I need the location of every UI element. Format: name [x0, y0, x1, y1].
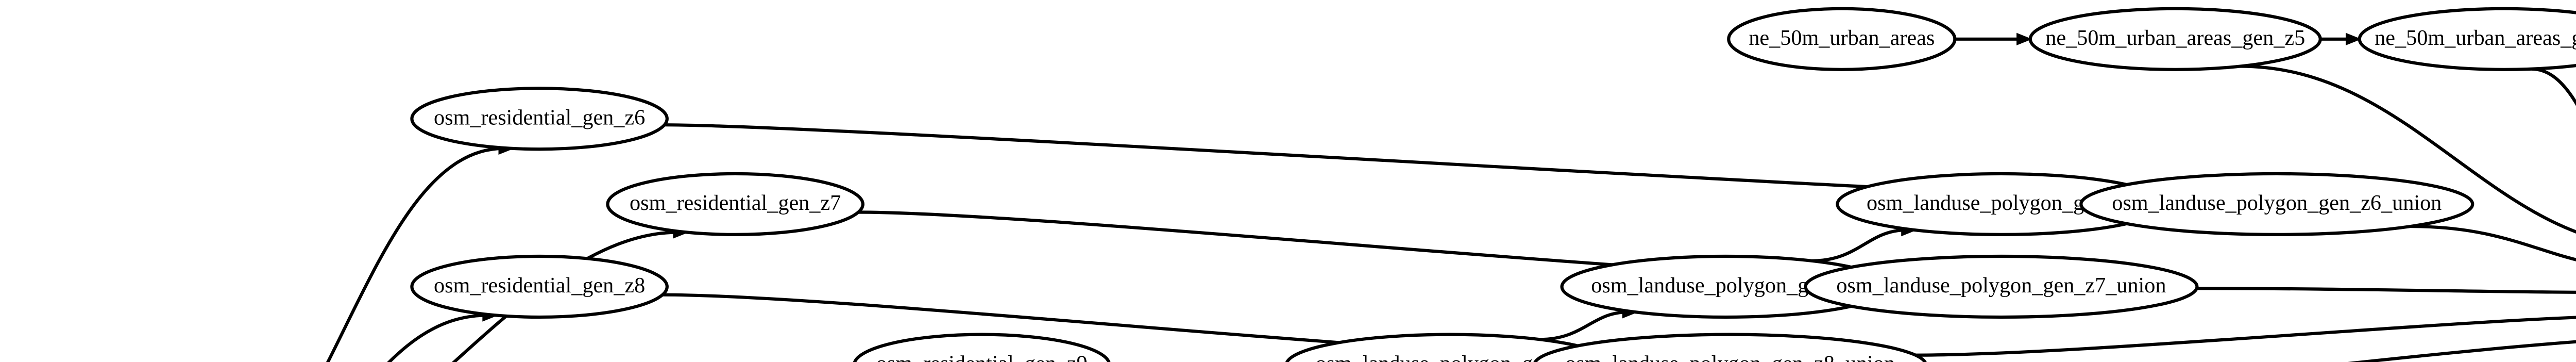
- node-shape[interactable]: [1533, 333, 1927, 362]
- node-shape[interactable]: [1727, 7, 1957, 71]
- node-shape[interactable]: [1804, 254, 2199, 319]
- node-label: osm_residential_gen_z9: [876, 352, 1088, 362]
- node-osm_residential_gen_z7[interactable]: osm_residential_gen_z7: [606, 172, 865, 236]
- node-osm_residential_gen_z6[interactable]: osm_residential_gen_z6: [410, 87, 669, 151]
- edge-osm_landuse_polygon_gen_z9_union-to-layer_landuse-z9: [2347, 340, 2576, 362]
- node-ne_50m_urban_areas_gen_z4[interactable]: ne_50m_urban_areas_gen_z4: [2358, 7, 2576, 71]
- node-osm_landuse_polygon_gen_z6_union[interactable]: osm_landuse_polygon_gen_z6_union: [2079, 172, 2475, 236]
- node-label: osm_residential_gen_z7: [630, 191, 841, 215]
- edge-ne_50m_urban_areas_gen_z4-to-layer_landuse-z4: [2531, 67, 2576, 106]
- node-shape[interactable]: [853, 333, 1111, 362]
- node-label: osm_landuse_polygon_gen_z7_union: [1836, 273, 2166, 298]
- node-label: osm_landuse_polygon_gen_z6_union: [2112, 191, 2442, 215]
- node-osm_landuse_polygon_gen_z8_union[interactable]: osm_landuse_polygon_gen_z8_union: [1533, 333, 1927, 362]
- edge-osm_landuse_polygon_gen_z7_union-to-layer_landuse-z7: [2196, 287, 2576, 294]
- node-label: ne_50m_urban_areas_gen_z4: [2375, 26, 2576, 50]
- node-osm_landuse_polygon_gen_z8[interactable]: osm_landuse_polygon_gen_z8: [1285, 333, 1615, 362]
- node-label: osm_landuse_polygon_gen_z8_union: [1565, 352, 1895, 362]
- edge-arrowhead: [2345, 32, 2362, 45]
- node-label: osm_landuse_polygon_gen_z8: [1315, 352, 1585, 362]
- node-shape[interactable]: [2079, 172, 2475, 236]
- edge-osm_landuse_polygon_gen_z8-to-osm_landuse_polygon_gen_z7: [1539, 310, 1628, 341]
- node-label: osm_residential_gen_z8: [434, 273, 645, 298]
- node-osm_residential_gen_z8[interactable]: osm_residential_gen_z8: [410, 254, 669, 319]
- edge-osm_landuse_polygon-to-osm_residential_gen_z7: [451, 231, 679, 362]
- edge-osm_landuse_polygon_gen_z7-to-osm_landuse_polygon_gen_z6: [1812, 228, 1907, 262]
- edge-arrowhead: [2016, 32, 2032, 45]
- node-shape[interactable]: [2358, 7, 2576, 71]
- edge-osm_landuse_polygon_gen_z6_union-to-layer_landuse-z6: [2410, 224, 2576, 261]
- node-label: osm_residential_gen_z6: [434, 105, 645, 129]
- edge-osm_landuse_polygon-to-osm_residential_gen_z8: [387, 314, 488, 362]
- node-shape[interactable]: [2028, 7, 2322, 71]
- edge-osm_residential_gen_z6-to-osm_landuse_polygon_gen_z6_union: [664, 123, 2082, 197]
- edge-ne_50m_urban_areas_gen_z5-to-layer_landuse-z5: [2240, 64, 2576, 234]
- node-shape[interactable]: [410, 254, 669, 319]
- node-osm_landuse_polygon_gen_z7_union[interactable]: osm_landuse_polygon_gen_z7_union: [1804, 254, 2199, 319]
- node-shape[interactable]: [410, 87, 669, 151]
- edge-osm_landuse_polygon-to-osm_residential_gen_z6: [326, 146, 504, 362]
- node-ne_50m_urban_areas_gen_z5[interactable]: ne_50m_urban_areas_gen_z5: [2028, 7, 2322, 71]
- nodes-layer: imposm3osm_landuse_polygonosm_residentia…: [410, 7, 2576, 362]
- node-label: ne_50m_urban_areas: [1749, 26, 1935, 50]
- node-shape[interactable]: [1285, 333, 1615, 362]
- node-label: ne_50m_urban_areas_gen_z5: [2045, 26, 2305, 50]
- edge-osm_landuse_polygon_gen_z8_union-to-layer_landuse-z8: [1915, 316, 2576, 357]
- node-ne_50m_urban_areas[interactable]: ne_50m_urban_areas: [1727, 7, 1957, 71]
- node-shape[interactable]: [606, 172, 865, 236]
- node-osm_residential_gen_z9[interactable]: osm_residential_gen_z9: [853, 333, 1111, 362]
